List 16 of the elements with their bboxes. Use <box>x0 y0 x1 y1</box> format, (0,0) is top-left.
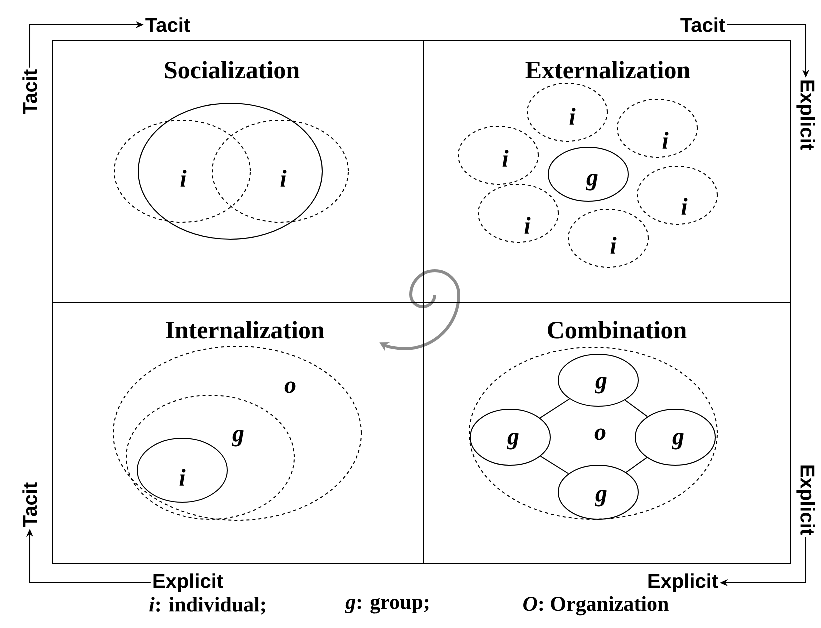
connector-line <box>540 456 570 474</box>
connector-line <box>540 398 570 419</box>
axis-label: Explicit <box>796 466 816 536</box>
key-text: g: group; <box>345 598 429 614</box>
connector-line <box>624 400 648 418</box>
axis-label: Tacit <box>22 482 38 528</box>
axis-label: Explicit <box>796 80 816 150</box>
key-text: i: individual; <box>150 597 266 615</box>
axis-label: Tacit <box>146 18 190 32</box>
circle <box>138 103 323 240</box>
axis-label: Tacit <box>680 18 726 32</box>
key-text: O: Organization <box>524 596 669 616</box>
axis-label: Tacit <box>22 70 38 114</box>
axis-label: Explicit <box>648 574 718 592</box>
connector-line <box>626 457 648 474</box>
axis-label: Explicit <box>154 574 224 592</box>
